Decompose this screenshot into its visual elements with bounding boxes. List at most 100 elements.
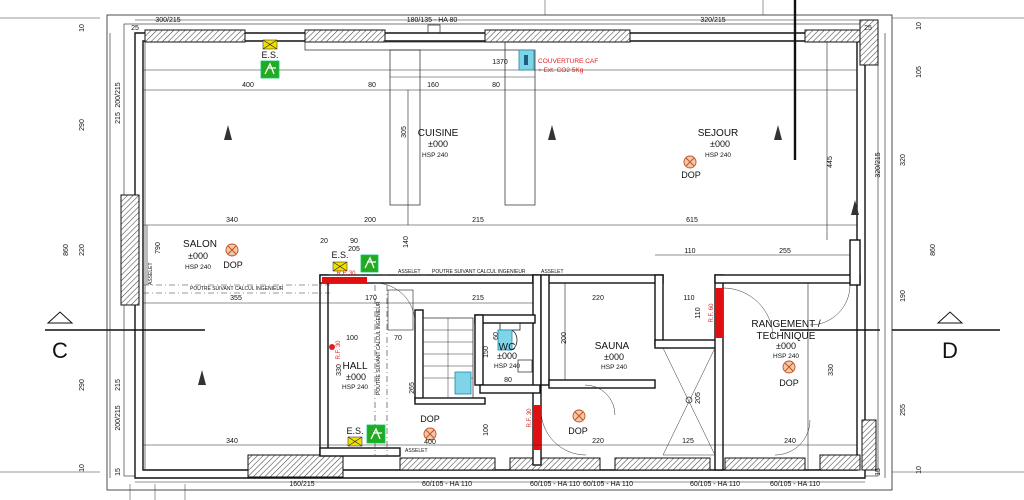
fire-rating-label: R.F. 60 xyxy=(709,303,715,323)
es-label: E.S. xyxy=(261,50,278,60)
room-name-line-1: RANGEMENT / xyxy=(751,319,820,330)
room-height: HSP 240 xyxy=(601,364,627,371)
dim-label: 255 xyxy=(900,404,907,416)
fire-rating-label: R.F. 30 xyxy=(336,271,356,277)
dimension-labels: 400 1370 80 160 80 340 200 215 615 20 90… xyxy=(131,25,872,446)
dim-label: 200/215 xyxy=(115,82,122,107)
dim-label: 110 xyxy=(683,295,694,302)
opening-label: 60/105 - HA 110 xyxy=(690,481,740,488)
opening-label: 320/215 xyxy=(700,17,725,24)
dim-label: 15 xyxy=(115,468,122,476)
room-name: SAUNA xyxy=(595,341,630,352)
dim-label: 170 xyxy=(365,295,377,302)
dimension-lines xyxy=(143,41,857,470)
dim-label: 330 xyxy=(828,364,835,376)
room-name-line-2: TECHNIQUE xyxy=(757,331,816,342)
dim-label: 1370 xyxy=(492,59,508,66)
dimension-labels-left: 10 215 200/215 290 860 220 790 290 215 2… xyxy=(63,24,162,476)
room-name: SALON xyxy=(183,239,217,250)
dim-label: 90 xyxy=(350,238,358,245)
dim-label: 100 xyxy=(346,335,358,342)
emergency-exit-sign-hall xyxy=(347,424,386,447)
emergency-exit-sign-salon xyxy=(332,254,379,273)
smoke-detector-icon-rangement xyxy=(782,360,796,374)
beam-note: POUTRE SUIVANT CALCUL INGENIEUR xyxy=(376,301,382,395)
room-level: ±000 xyxy=(710,139,730,149)
room-level: ±000 xyxy=(497,351,517,361)
dim-label: 790 xyxy=(155,242,162,254)
grid-label-c: C xyxy=(52,338,68,363)
dop-label: DOP xyxy=(681,170,701,180)
room-level: ±000 xyxy=(346,372,366,382)
dimension-labels-vertical: 305 445 140 200 110 330 330 60 265 150 1… xyxy=(336,126,835,436)
room-sauna: SAUNA ±000 HSP 240 xyxy=(595,341,630,371)
dim-label: 110 xyxy=(684,248,695,255)
room-level: ±000 xyxy=(776,341,796,351)
dim-label: 200/215 xyxy=(115,405,122,430)
opening-labels-bottom: 160/215 60/105 - HA 110 60/105 - HA 110 … xyxy=(289,481,820,488)
dim-label: 200 xyxy=(561,332,568,344)
dim-label: 110 xyxy=(695,307,702,318)
room-sejour: SEJOUR ±000 HSP 240 xyxy=(698,128,739,159)
dim-label: 150 xyxy=(483,346,490,358)
window-arrows xyxy=(198,125,859,385)
dim-label: 330 xyxy=(336,364,343,376)
dim-label: 125 xyxy=(682,438,694,445)
dim-label: 290 xyxy=(79,119,86,131)
es-label: E.S. xyxy=(331,250,348,260)
fire-rating-label: R.F. 30 xyxy=(336,340,342,360)
beam-note: POUTRE SUIVANT CALCUL INGENIEUR xyxy=(432,269,526,275)
extinguisher-icon-kitchen xyxy=(518,49,535,71)
opening-label: 160/215 xyxy=(289,481,314,488)
asselet-note: ASSELET xyxy=(405,448,428,454)
opening-label: 60/105 - HA 110 xyxy=(583,481,633,488)
room-name: WC xyxy=(499,342,516,353)
dim-label: 25 xyxy=(131,25,139,32)
light-point-icon xyxy=(329,344,335,350)
dop-label: DOP xyxy=(779,378,799,388)
asselet-note: ASSELET xyxy=(541,269,564,275)
dim-label: 860 xyxy=(930,244,937,256)
dop-label: DOP xyxy=(420,414,440,424)
opening-label: 60/105 - HA 110 xyxy=(530,481,580,488)
fire-rating-label: R.F. 30 xyxy=(527,408,533,428)
dim-label: 10 xyxy=(916,22,923,30)
dim-label: 305 xyxy=(401,126,408,138)
dim-label: 215 xyxy=(115,379,122,391)
dim-label: 20 xyxy=(320,238,328,245)
grid-label-d: D xyxy=(942,338,958,363)
room-wc: WC ±000 HSP 240 xyxy=(494,342,520,370)
dim-label: 240 xyxy=(784,438,796,445)
opening-label: 180/135 - HA 80 xyxy=(407,17,458,24)
dim-label: 220 xyxy=(79,244,86,256)
beam-lines xyxy=(143,274,565,455)
dim-label: 10 xyxy=(916,466,923,474)
smoke-detector-icon-hall xyxy=(423,427,437,441)
room-height: HSP 240 xyxy=(494,363,520,370)
extinguisher-note: + Ext. CO2 5Kg xyxy=(538,67,584,74)
room-height: HSP 240 xyxy=(705,152,731,159)
room-rangement: RANGEMENT / TECHNIQUE ±000 HSP 240 xyxy=(751,319,820,360)
es-label: E.S. xyxy=(346,426,363,436)
annotations: COUVERTURE CAF + Ext. CO2 5Kg POUTRE SUI… xyxy=(148,58,598,454)
dim-label: 265 xyxy=(409,382,416,394)
asselet-note: ASSELET xyxy=(148,262,154,285)
opening-labels-top: 300/215 180/135 - HA 80 320/215 xyxy=(155,17,725,24)
smoke-detector-icon-salon xyxy=(225,243,239,257)
smoke-detector-icon-sauna xyxy=(572,409,586,423)
dim-label: 80 xyxy=(368,82,376,89)
dim-label: 15 xyxy=(875,468,882,476)
dim-label: 445 xyxy=(827,156,834,168)
dim-label: 105 xyxy=(916,66,923,78)
dim-label: 215 xyxy=(472,295,484,302)
dim-label: 215 xyxy=(115,112,122,124)
emergency-exit-sign-top xyxy=(260,39,280,79)
room-height: HSP 240 xyxy=(773,353,799,360)
room-name: SEJOUR xyxy=(698,128,739,139)
symbol-labels: DOP DOP DOP DOP DOP E.S. E.S. E.S. R.F. … xyxy=(223,50,799,436)
technical-space xyxy=(662,347,716,456)
dim-label: 205 xyxy=(695,392,702,404)
room-height: HSP 240 xyxy=(342,384,368,391)
door-swings xyxy=(374,282,851,456)
extinguisher-icon-stairs xyxy=(454,371,472,395)
